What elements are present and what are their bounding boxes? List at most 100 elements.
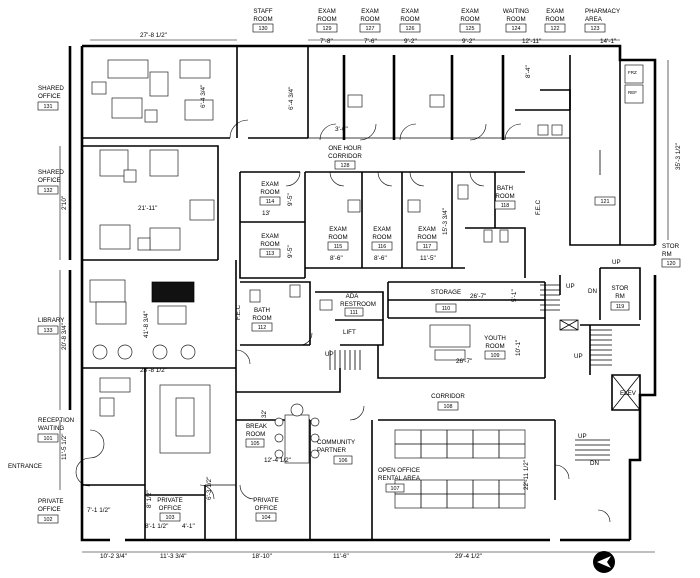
svg-text:7'-8": 7'-8" xyxy=(320,38,333,45)
svg-text:ROOM: ROOM xyxy=(253,16,272,23)
room-label-shared-132: SHARED xyxy=(38,169,64,176)
svg-text:10'-1": 10'-1" xyxy=(515,340,522,356)
svg-text:AREA: AREA xyxy=(585,16,603,23)
room-label-staff: STAFF xyxy=(253,8,272,15)
svg-text:115: 115 xyxy=(334,244,343,250)
svg-text:120: 120 xyxy=(667,261,676,267)
svg-text:ROOM: ROOM xyxy=(260,189,279,196)
down-label-1: DN xyxy=(588,288,597,295)
room-label-private-104: PRIVATE xyxy=(253,497,279,504)
room-label-ada-111: ADA xyxy=(346,293,360,300)
room-label-waiting-124: WAITING xyxy=(503,8,529,15)
up-label-5: UP xyxy=(574,353,583,360)
refrigerator-label: REF xyxy=(628,90,637,95)
svg-text:117: 117 xyxy=(423,244,432,250)
svg-text:8'-6": 8'-6" xyxy=(330,255,343,262)
svg-text:8'-1 1/2": 8'-1 1/2" xyxy=(145,523,168,530)
svg-text:2'10": 2'10" xyxy=(61,196,68,210)
room-label-youth-109: YOUTH xyxy=(484,335,506,342)
svg-text:105: 105 xyxy=(251,441,260,447)
svg-text:41'-8 3/4": 41'-8 3/4" xyxy=(143,311,150,338)
svg-text:4'-1": 4'-1" xyxy=(182,523,195,530)
lift-label: LIFT xyxy=(343,329,356,336)
svg-text:26'-7": 26'-7" xyxy=(456,358,472,365)
svg-text:ROOM: ROOM xyxy=(252,315,271,322)
svg-text:11'-3 3/4": 11'-3 3/4" xyxy=(160,553,186,560)
room-label-exam-116: EXAM xyxy=(373,226,391,233)
svg-text:114: 114 xyxy=(266,199,275,205)
svg-text:112: 112 xyxy=(258,325,267,331)
svg-text:104: 104 xyxy=(262,515,271,521)
fec-label-2: F.E.C xyxy=(535,199,542,215)
right-side-walls xyxy=(554,140,655,500)
svg-text:26'-7": 26'-7" xyxy=(470,293,486,300)
svg-text:ROOM: ROOM xyxy=(400,16,419,23)
room-label-exam-117: EXAM xyxy=(418,226,436,233)
svg-text:128: 128 xyxy=(341,163,350,169)
room-label-exam-125: EXAM xyxy=(461,8,479,15)
room-label-reception: RECEPTION xyxy=(38,417,74,424)
furniture xyxy=(89,59,644,509)
svg-text:10'-2 3/4": 10'-2 3/4" xyxy=(100,553,127,560)
svg-text:OFFICE: OFFICE xyxy=(38,177,61,184)
svg-text:108: 108 xyxy=(444,404,453,410)
svg-text:131: 131 xyxy=(44,104,53,110)
svg-text:5'-1": 5'-1" xyxy=(511,289,518,302)
svg-text:119: 119 xyxy=(616,304,625,310)
svg-text:12'-11": 12'-11" xyxy=(522,38,541,45)
svg-text:35'-3 1/2": 35'-3 1/2" xyxy=(675,143,682,170)
svg-text:RM: RM xyxy=(662,251,672,258)
svg-text:9'-2": 9'-2" xyxy=(462,38,475,45)
svg-text:129: 129 xyxy=(323,26,332,32)
svg-text:133: 133 xyxy=(44,328,53,334)
freezer-label: FRZ xyxy=(628,70,637,75)
room-label-stor-120: STOR xyxy=(662,243,680,250)
svg-text:ROOM: ROOM xyxy=(495,193,514,200)
svg-text:111: 111 xyxy=(350,310,358,316)
svg-text:RM: RM xyxy=(615,293,625,300)
svg-text:130: 130 xyxy=(259,26,268,32)
doors xyxy=(75,119,611,523)
svg-text:ROOM: ROOM xyxy=(545,16,564,23)
svg-text:OFFICE: OFFICE xyxy=(159,505,182,512)
svg-text:ROOM: ROOM xyxy=(417,234,436,241)
middle-walls xyxy=(236,171,561,540)
room-label-exam-122: EXAM xyxy=(546,8,564,15)
room-number-121 xyxy=(594,196,616,206)
svg-text:ROOM: ROOM xyxy=(372,234,391,241)
stairs xyxy=(329,284,612,461)
entrance-label: ENTRANCE xyxy=(8,463,42,470)
room-label-open-office-107: OPEN OFFICE xyxy=(378,467,420,474)
up-label-3: UP xyxy=(612,259,621,266)
svg-text:126: 126 xyxy=(406,26,415,32)
svg-text:113: 113 xyxy=(266,251,275,257)
room-label-storage-110: STORAGE xyxy=(431,289,461,296)
room-label-shared-131: SHARED xyxy=(38,85,64,92)
svg-text:22'-11 1/2": 22'-11 1/2" xyxy=(523,460,530,490)
up-label-4: UP xyxy=(578,433,587,440)
room-label-community-106: COMMUNITY xyxy=(317,439,355,446)
svg-text:OFFICE: OFFICE xyxy=(38,506,61,513)
svg-text:ROOM: ROOM xyxy=(328,234,347,241)
svg-text:6'-4 3/4": 6'-4 3/4" xyxy=(288,87,295,110)
svg-text:9'-5": 9'-5" xyxy=(287,193,294,206)
svg-text:125: 125 xyxy=(466,26,475,32)
svg-text:116: 116 xyxy=(378,244,387,250)
fec-label-1: F.E.C xyxy=(235,304,242,320)
svg-text:8' 1/2": 8' 1/2" xyxy=(146,490,153,508)
svg-text:8'-4": 8'-4" xyxy=(525,65,532,78)
svg-text:103: 103 xyxy=(166,515,175,521)
svg-text:ROOM: ROOM xyxy=(246,431,265,438)
svg-text:ROOM: ROOM xyxy=(485,343,504,350)
svg-text:RENTAL AREA: RENTAL AREA xyxy=(378,475,421,482)
svg-text:118: 118 xyxy=(501,203,510,209)
room-label-break-105: BREAK xyxy=(246,423,268,430)
room-labels: STAFF ROOM 130 EXAM ROOM 129 EXAM ROOM 1… xyxy=(8,8,681,524)
svg-text:32': 32' xyxy=(261,410,268,418)
svg-text:132: 132 xyxy=(44,188,53,194)
svg-text:8'-6": 8'-6" xyxy=(374,255,387,262)
svg-text:6'-3 1/2": 6'-3 1/2" xyxy=(206,477,213,500)
room-label-library: LIBRARY xyxy=(38,317,64,324)
svg-text:OFFICE: OFFICE xyxy=(38,93,61,100)
svg-text:CORRIDOR: CORRIDOR xyxy=(328,153,362,160)
